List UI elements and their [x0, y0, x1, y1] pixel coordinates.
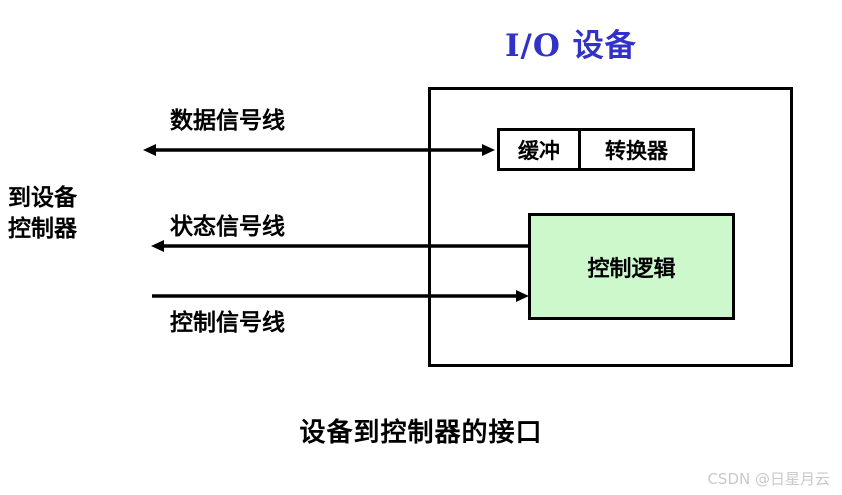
to-device-controller-line2: 控制器 [8, 215, 77, 242]
io-device-box [428, 87, 793, 367]
csdn-watermark: CSDN @日星月云 [707, 470, 830, 488]
control-signal-line-label: 控制信号线 [170, 309, 285, 336]
figure-caption: 设备到控制器的接口 [299, 418, 543, 448]
to-device-controller-label: 到设备 控制器 [8, 182, 77, 244]
data-signal-line-label: 数据信号线 [170, 107, 285, 134]
to-device-controller-line1: 到设备 [8, 184, 77, 211]
buffer-cell: 缓冲 [500, 131, 581, 168]
control-logic-box: 控制逻辑 [528, 213, 735, 320]
converter-cell: 转换器 [605, 137, 668, 163]
status-signal-line-label: 状态信号线 [170, 213, 285, 240]
buffer-converter-group: 缓冲 转换器 [497, 128, 695, 171]
page-title: I/O 设备 [505, 28, 637, 64]
control-logic-label: 控制逻辑 [587, 255, 676, 282]
